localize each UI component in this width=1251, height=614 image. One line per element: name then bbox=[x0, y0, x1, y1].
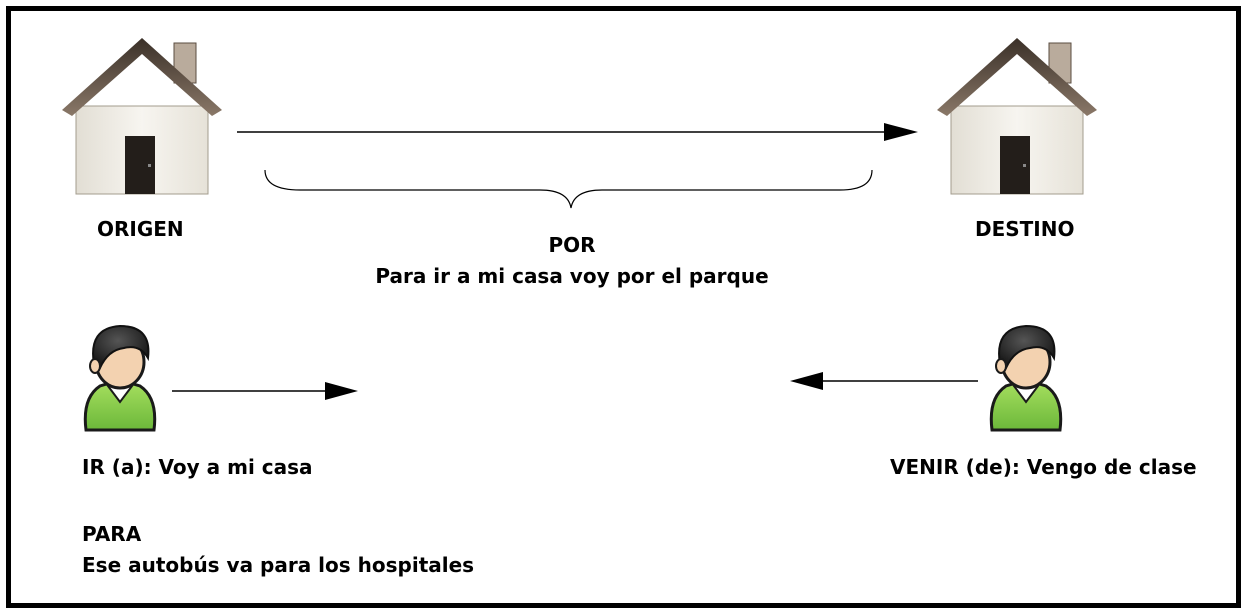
ir-label: IR (a): Voy a mi casa bbox=[82, 455, 313, 479]
house-icon bbox=[937, 38, 1097, 195]
venir-arrow bbox=[790, 372, 978, 390]
por-title: POR bbox=[548, 233, 596, 257]
path-brace bbox=[264, 169, 873, 209]
ir-arrow bbox=[172, 382, 358, 400]
origen-label: ORIGEN bbox=[97, 217, 184, 241]
origin-to-destination-arrow bbox=[237, 123, 918, 141]
para-example: Ese autobús va para los hospitales bbox=[82, 553, 475, 577]
house-icon bbox=[62, 38, 222, 195]
para-title: PARA bbox=[82, 522, 142, 546]
por-example: Para ir a mi casa voy por el parque bbox=[375, 264, 769, 288]
person-icon bbox=[83, 324, 157, 432]
person-icon bbox=[989, 324, 1063, 432]
destino-label: DESTINO bbox=[975, 217, 1075, 241]
venir-label: VENIR (de): Vengo de clase bbox=[890, 455, 1197, 479]
